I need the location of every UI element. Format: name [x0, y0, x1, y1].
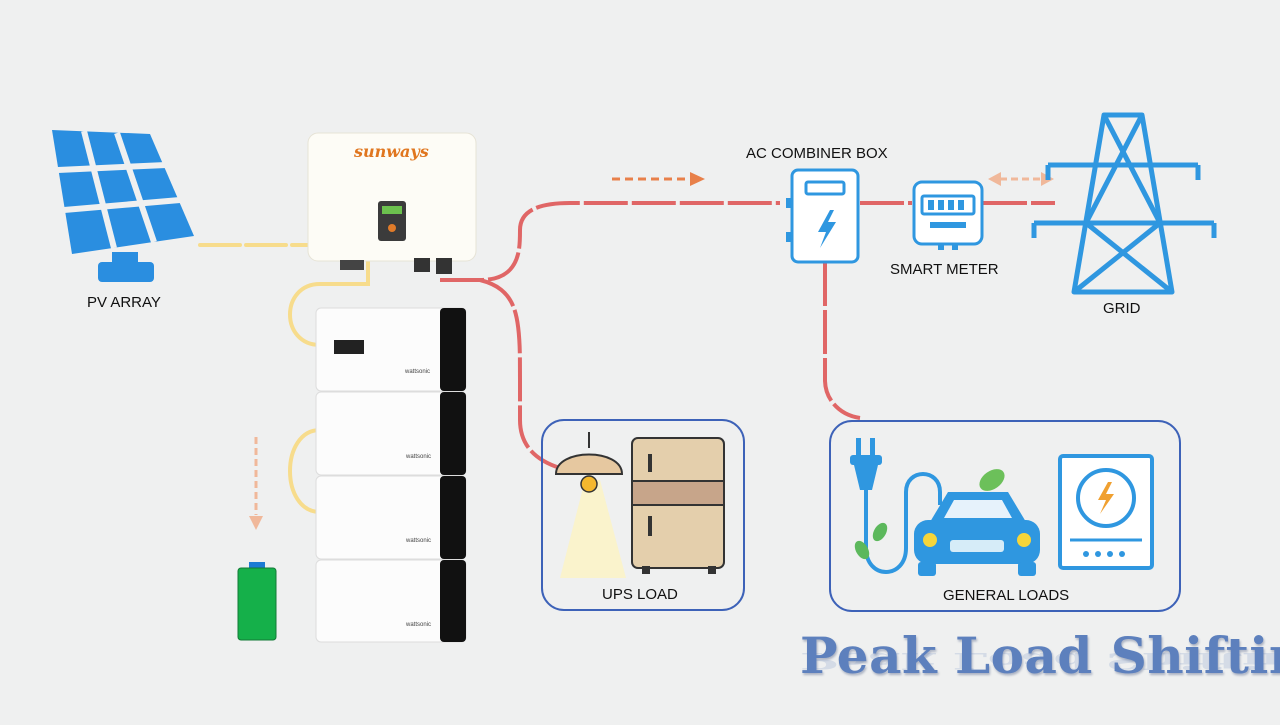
flow-arrows: [249, 172, 1054, 530]
general-loads-group: [829, 420, 1181, 612]
induction-cooker-icon: [1058, 454, 1154, 570]
ac-combiner-box-label: AC COMBINER BOX: [746, 145, 888, 162]
pv-array-label: PV ARRAY: [87, 294, 161, 311]
battery-brand-logo: wattsonic: [406, 454, 432, 460]
battery-brand-logo: wattsonic: [406, 622, 432, 628]
combiner-box-icon: [786, 168, 860, 264]
solar-panel-icon: [52, 130, 194, 282]
page-title: Peak Load Shifting: [800, 626, 1280, 685]
plug-icon: [850, 438, 942, 574]
battery-brand-logo: wattsonic: [406, 538, 432, 544]
refrigerator-icon: [631, 437, 725, 574]
inverter-icon: [307, 132, 477, 274]
lamp-icon: [554, 432, 626, 578]
ups-load-label: UPS LOAD: [602, 586, 678, 603]
battery-brand-logo: wattsonic: [405, 369, 431, 375]
smart-meter-icon: [912, 180, 984, 250]
inverter-brand-logo: sunways: [354, 142, 429, 161]
car-icon: [914, 469, 1040, 576]
battery-icon: [237, 562, 277, 641]
smart-meter-label: SMART METER: [890, 261, 999, 278]
ac-wiring: [440, 201, 1055, 470]
grid-label: GRID: [1103, 300, 1141, 317]
battery-stack-icon: [315, 307, 467, 643]
title-block: Peak Load Shifting Peak Load Shifting: [800, 626, 1280, 706]
ups-load-group: [541, 419, 745, 611]
transmission-tower-icon: [1031, 112, 1217, 295]
page-title-reflection: Peak Load Shifting: [800, 647, 1280, 674]
general-loads-label: GENERAL LOADS: [943, 587, 1070, 604]
